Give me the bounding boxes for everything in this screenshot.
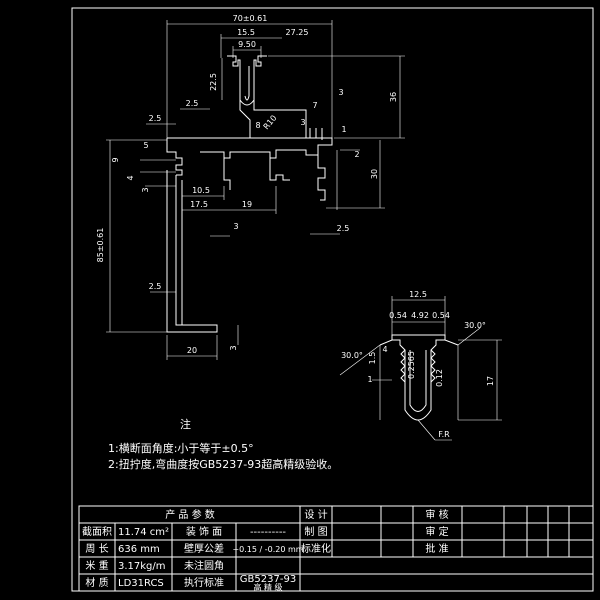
- tb-header-design: 设 计: [304, 508, 327, 521]
- tb-r1-label4: 审 定: [425, 525, 448, 538]
- tb-r3-label: 米 重: [85, 559, 108, 572]
- dim-width-10-5: 10.5: [192, 186, 210, 195]
- main-dimension-lines: [106, 20, 405, 360]
- dim-top-left-width: 15.5: [237, 28, 255, 37]
- dim-left-step: 2.5: [186, 99, 199, 108]
- vertical-stem: [166, 175, 218, 333]
- dim-right-1: 1: [341, 125, 346, 134]
- dim-left-9: 9: [111, 157, 120, 162]
- dim-left-4: 4: [126, 175, 135, 180]
- tb-r2-label3: 标准化: [301, 542, 331, 555]
- tb-r1-value2: ----------: [250, 527, 286, 538]
- dim-left-3: 3: [141, 187, 150, 192]
- dim-height-30: 30: [370, 169, 379, 179]
- tb-header-product: 产 品 参 数: [165, 508, 215, 521]
- dim-left-top: 2.5: [149, 114, 162, 123]
- detail-dimension-lines: [339, 296, 502, 441]
- detail-view: [379, 334, 459, 421]
- detail-2565: 0.2565: [407, 351, 416, 379]
- dim-overall-width: 70±0.61: [233, 14, 268, 23]
- title-block-text: 产 品 参 数 设 计 审 核 截面积 11.74 cm² 装 饰 面 ----…: [82, 508, 449, 592]
- notes: 注 1:横断面角度:小于等于±0.5° 2:扭拧度,弯曲度按GB5237-93超…: [108, 417, 338, 471]
- note-2: 2:扭拧度,弯曲度按GB5237-93超高精级验收。: [108, 457, 338, 471]
- dim-left-5: 5: [143, 141, 148, 150]
- tb-r2-value: 636 mm: [118, 544, 160, 555]
- dim-foot-20: 20: [187, 346, 197, 355]
- dim-right-3b: 3: [300, 118, 305, 127]
- detail-17: 17: [486, 376, 495, 386]
- tb-r1-label: 截面积: [82, 525, 112, 538]
- main-dimension-text: 70±0.61 15.5 27.25 9.50 22.5 2.5 2.5 8 R…: [96, 14, 398, 355]
- tb-r2-label: 周 长: [85, 543, 108, 555]
- dim-top-right-width: 27.25: [286, 28, 309, 37]
- detail-054a: 0.54: [389, 311, 407, 320]
- dim-right-2: 2: [354, 150, 359, 159]
- detail-radius: F.R: [438, 430, 450, 439]
- tb-header-review: 审 核: [425, 508, 448, 521]
- dim-right-3a: 3: [338, 88, 343, 97]
- detail-1: 1: [367, 375, 372, 384]
- tb-r1-label3: 制 图: [304, 525, 327, 538]
- tb-r2-value2: +0.15 / -0.20 mm: [232, 545, 303, 554]
- detail-top-width: 12.5: [409, 290, 427, 299]
- dim-radius-r10: R10: [262, 113, 279, 131]
- tb-r4-value: LD31RCS: [118, 578, 164, 589]
- tb-r1-value: 11.74 cm²: [118, 527, 169, 538]
- detail-angle-right: 30.0°: [464, 321, 486, 330]
- detail-012: 0.12: [435, 369, 444, 387]
- detail-492: 4.92: [411, 311, 429, 320]
- tb-r1-label2: 装 饰 面: [186, 525, 222, 538]
- dim-stem-2-5: 2.5: [149, 282, 162, 291]
- tb-r2-label4: 批 准: [425, 542, 448, 555]
- tb-r4-label2: 执行标准: [184, 576, 224, 589]
- detail-angle-left: 30.0°: [341, 351, 363, 360]
- dim-height-36: 36: [389, 92, 398, 102]
- dim-bottom-3: 3: [233, 222, 238, 231]
- flange-top: [167, 137, 333, 159]
- detail-1-5: 1.5: [368, 352, 377, 365]
- sheet-border: [71, 7, 594, 592]
- tb-r2-label2: 壁厚公差: [184, 542, 224, 555]
- title-block: [78, 505, 594, 592]
- tb-r4-label: 材 质: [85, 576, 108, 589]
- tb-r3-label2: 未注圆角: [184, 559, 224, 572]
- notes-title: 注: [180, 417, 191, 431]
- dim-bottom-2-5: 2.5: [337, 224, 350, 233]
- detail-054b: 0.54: [432, 311, 450, 320]
- top-slot: [227, 55, 267, 106]
- detail-4: 4: [382, 345, 387, 354]
- dim-slot-width: 9.50: [238, 40, 256, 49]
- dim-width-19: 19: [242, 200, 252, 209]
- dim-overall-height: 85±0.61: [96, 228, 105, 263]
- dim-angle-8: 8: [255, 121, 260, 130]
- dim-width-17-5: 17.5: [190, 200, 208, 209]
- tb-r4-value2: GB5237-93: [240, 574, 296, 585]
- dim-foot-3: 3: [229, 345, 238, 350]
- detail-dimension-text: 12.5 0.54 4.92 0.54 30.0° 30.0° 1.5 4 0.…: [341, 290, 495, 439]
- tb-r4-value2b: 高 精 级: [253, 582, 282, 592]
- dim-right-7: 7: [312, 101, 317, 110]
- tb-r3-value: 3.17kg/m: [118, 561, 166, 572]
- note-1: 1:横断面角度:小于等于±0.5°: [108, 441, 254, 455]
- dim-slot-height: 22.5: [209, 73, 218, 91]
